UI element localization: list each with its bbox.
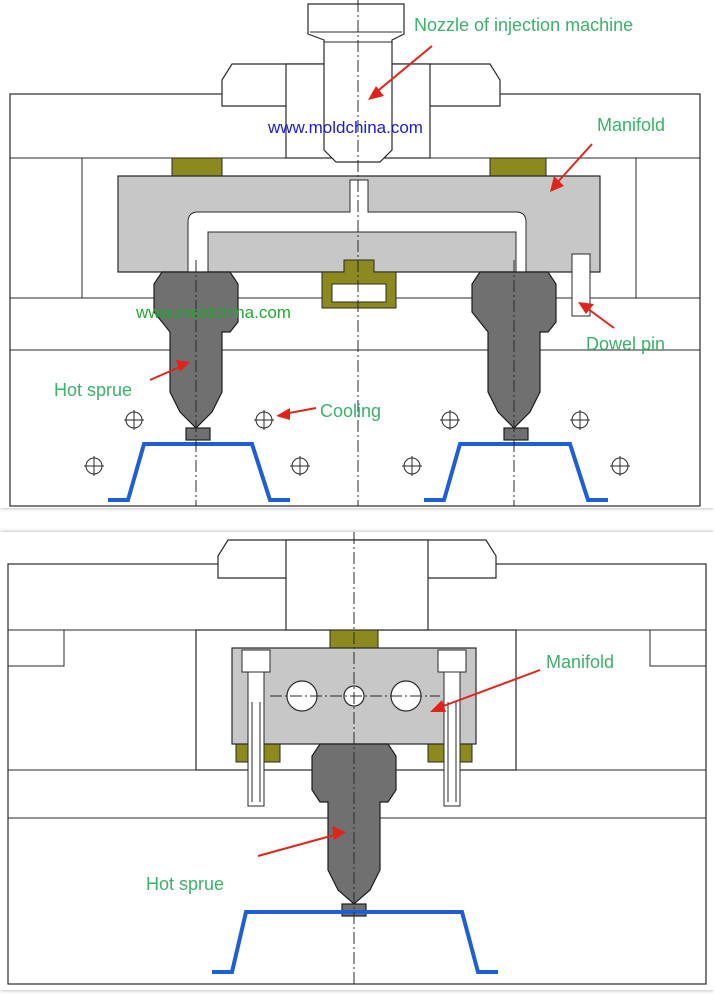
hot-sprue-right-tip — [503, 427, 529, 441]
arrow-dowel-pin — [578, 302, 615, 329]
clamp-bolt-right — [437, 649, 467, 807]
center-support-gap — [331, 283, 387, 303]
arrow-manifold — [430, 669, 541, 712]
label-manifold: Manifold — [546, 652, 614, 672]
top-diagram-panel: Nozzle of injection machine Manifold Dow… — [9, 0, 701, 507]
label-manifold: Manifold — [597, 115, 665, 135]
label-cooling: Cooling — [320, 401, 381, 421]
hot-sprue-left-tip — [185, 427, 211, 441]
arrow-cooling — [276, 407, 317, 420]
clamp-bolt-left — [241, 649, 271, 807]
manifold-bores — [270, 680, 440, 712]
label-dowel-pin: Dowel pin — [586, 334, 665, 354]
watermark-blue: www.moldchina.com — [267, 118, 423, 137]
molded-part-left — [108, 442, 290, 502]
label-hot-sprue: Hot sprue — [146, 874, 224, 894]
arrow-hot-sprue — [257, 826, 346, 857]
dowel-pin — [571, 253, 591, 317]
plate-step — [8, 630, 706, 667]
cooling-channels — [84, 410, 630, 476]
arrow-manifold — [550, 143, 593, 192]
sprue-bushing-block — [285, 539, 429, 631]
bottom-diagram-panel: Manifold Hot sprue — [0, 532, 714, 990]
injection-nozzle — [307, 3, 405, 163]
arrow-nozzle — [368, 45, 433, 100]
arrow-hot-sprue — [149, 360, 190, 381]
molded-part-right — [424, 442, 608, 502]
insulator-pad-left — [171, 157, 223, 177]
manifold-melt-channel — [187, 179, 527, 273]
watermark-green: www.moldchina.com — [135, 303, 291, 322]
insulator-pad-right — [489, 157, 547, 177]
bottom-mold-diagram: Manifold Hot sprue — [7, 532, 707, 985]
label-hot-sprue: Hot sprue — [54, 380, 132, 400]
top-mold-diagram: Nozzle of injection machine Manifold Dow… — [9, 0, 701, 507]
label-nozzle: Nozzle of injection machine — [414, 15, 633, 35]
